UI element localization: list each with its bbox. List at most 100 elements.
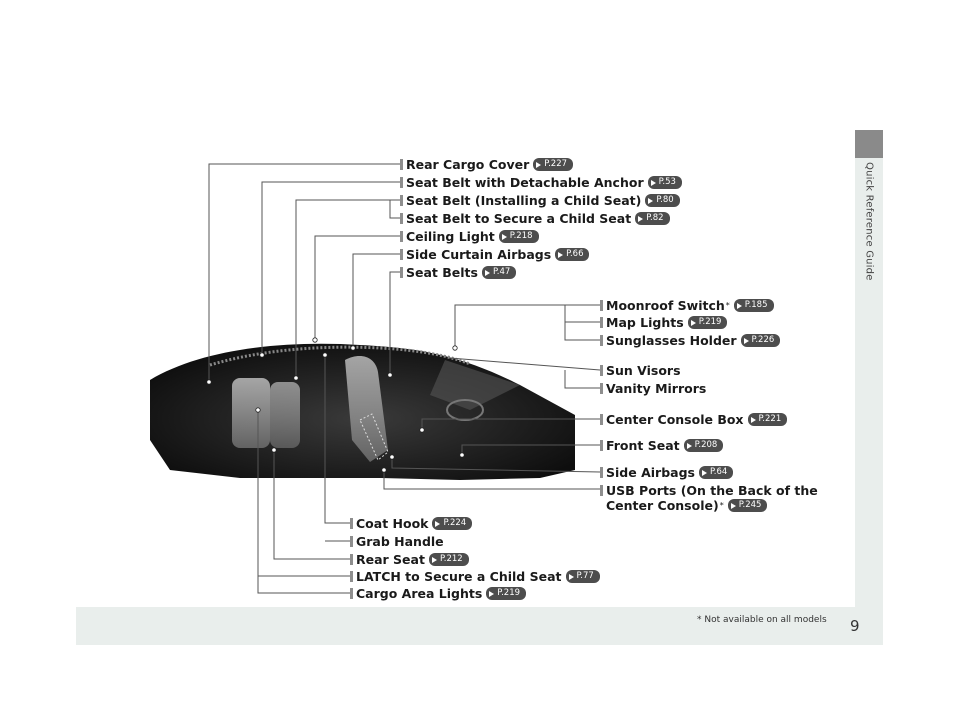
callout-label: Sunglasses Holder [606, 333, 737, 348]
callout-bar [350, 518, 353, 529]
callout-bar [600, 485, 603, 496]
callout-bar [600, 300, 603, 311]
callout-bar [600, 365, 603, 376]
arrow-right-icon [484, 269, 490, 276]
callout-seat-belt-secure-child-seat: Seat Belt to Secure a Child Seat P.82 [400, 211, 670, 226]
callout-rear-seat: Rear Seat P.212 [350, 552, 469, 567]
callout-bar [400, 213, 403, 224]
callout-label: Seat Belts [406, 265, 478, 280]
callout-vanity-mirrors: Vanity Mirrors [600, 381, 706, 396]
front-seat-illustration [345, 356, 388, 462]
page-ref-link[interactable]: P.219 [687, 316, 728, 329]
callout-coat-hook: Coat Hook P.224 [350, 516, 473, 531]
arrow-right-icon [558, 251, 564, 258]
page-ref-link[interactable]: P.66 [555, 248, 590, 261]
footer-band [76, 607, 883, 645]
page-number: 9 [850, 617, 860, 635]
callout-cargo-area-lights: Cargo Area Lights P.219 [350, 586, 527, 601]
callout-label: Ceiling Light [406, 229, 495, 244]
page-ref-link[interactable]: P.221 [747, 413, 788, 426]
page-ref-link[interactable]: P.226 [740, 334, 781, 347]
page-ref-link[interactable]: P.224 [432, 517, 473, 530]
page-ref-link[interactable]: P.218 [498, 230, 539, 243]
callout-bar [600, 414, 603, 425]
rear-seat-illustration-2 [270, 382, 300, 448]
callout-label-line2: Center Console) * P.245 [606, 498, 818, 513]
callout-bar [350, 536, 353, 547]
callout-usb-ports: USB Ports (On the Back of the Center Con… [600, 483, 818, 513]
callout-label-2: Center Console) [606, 498, 719, 513]
arrow-right-icon [650, 179, 656, 186]
page-ref-link[interactable]: P.53 [647, 176, 682, 189]
rear-seat-illustration [232, 378, 270, 448]
callout-bar [600, 440, 603, 451]
callout-sunglasses-holder: Sunglasses Holder P.226 [600, 333, 781, 348]
arrow-right-icon [686, 442, 692, 449]
callout-rear-cargo-cover: Rear Cargo Cover P.227 [400, 157, 574, 172]
callout-label: Coat Hook [356, 516, 429, 531]
callout-label: Side Airbags [606, 465, 695, 480]
page-ref-link[interactable]: P.80 [645, 194, 680, 207]
callout-side-airbags: Side Airbags P.64 [600, 465, 734, 480]
page-ref-link[interactable]: P.208 [683, 439, 724, 452]
callout-label: Rear Cargo Cover [406, 157, 530, 172]
page-ref-link[interactable]: P.64 [698, 466, 734, 479]
callout-label: Seat Belt to Secure a Child Seat [406, 211, 632, 226]
page-ref-link[interactable]: P.77 [565, 570, 600, 583]
page-ref-link[interactable]: P.82 [635, 212, 670, 225]
arrow-right-icon [501, 233, 507, 240]
arrow-right-icon [435, 520, 441, 527]
callout-label: Moonroof Switch [606, 298, 725, 313]
arrow-right-icon [536, 161, 542, 168]
callout-bar [400, 159, 403, 170]
callout-bar [400, 231, 403, 242]
callout-ceiling-light: Ceiling Light P.218 [400, 229, 539, 244]
arrow-right-icon [568, 573, 574, 580]
callout-side-curtain-airbags: Side Curtain Airbags P.66 [400, 247, 590, 262]
page-ref-link[interactable]: P.219 [486, 587, 527, 600]
callout-grab-handle: Grab Handle [350, 534, 444, 549]
callout-label: Cargo Area Lights [356, 586, 483, 601]
arrow-right-icon [750, 416, 756, 423]
page-ref-link[interactable]: P.212 [428, 553, 469, 566]
callout-bar [350, 554, 353, 565]
arrow-right-icon [736, 302, 742, 309]
callout-bar [600, 335, 603, 346]
callout-bar [350, 588, 353, 599]
callout-bar [600, 467, 603, 478]
callout-label: Grab Handle [356, 534, 444, 549]
callout-label: LATCH to Secure a Child Seat [356, 569, 562, 584]
callout-bar [400, 177, 403, 188]
callout-label: Vanity Mirrors [606, 381, 707, 396]
arrow-right-icon [431, 556, 437, 563]
callout-seat-belt-detachable-anchor: Seat Belt with Detachable Anchor P.53 [400, 175, 682, 190]
callout-front-seat: Front Seat P.208 [600, 438, 724, 453]
page-ref-link[interactable]: P.47 [481, 266, 517, 279]
callout-bar [400, 249, 403, 260]
headliner [209, 345, 471, 367]
callout-label: Side Curtain Airbags [406, 247, 552, 262]
callout-moonroof-switch: Moonroof Switch * P.185 [600, 298, 774, 313]
callout-bar [600, 383, 603, 394]
callout-center-console-box: Center Console Box P.221 [600, 412, 788, 427]
callout-bar [400, 267, 403, 278]
callout-sun-visors: Sun Visors [600, 363, 681, 378]
callout-label: Center Console Box [606, 412, 744, 427]
page-ref-link[interactable]: P.227 [533, 158, 574, 171]
callout-label: Seat Belt (Installing a Child Seat) [406, 193, 642, 208]
callout-bar [350, 571, 353, 582]
callout-label: Seat Belt with Detachable Anchor [406, 175, 644, 190]
sidebar-label: Quick Reference Guide [863, 162, 875, 281]
callout-map-lights: Map Lights P.219 [600, 315, 728, 330]
callout-seat-belts: Seat Belts P.47 [400, 265, 517, 280]
callout-bar [400, 195, 403, 206]
callout-label: Sun Visors [606, 363, 681, 378]
sidebar-tab [855, 130, 883, 158]
callout-label: USB Ports (On the Back of the [606, 483, 818, 498]
callout-latch-child-seat: LATCH to Secure a Child Seat P.77 [350, 569, 600, 584]
leader-dots [206, 337, 465, 473]
page-ref-link[interactable]: P.245 [727, 499, 768, 512]
page-ref-link[interactable]: P.185 [733, 299, 774, 312]
